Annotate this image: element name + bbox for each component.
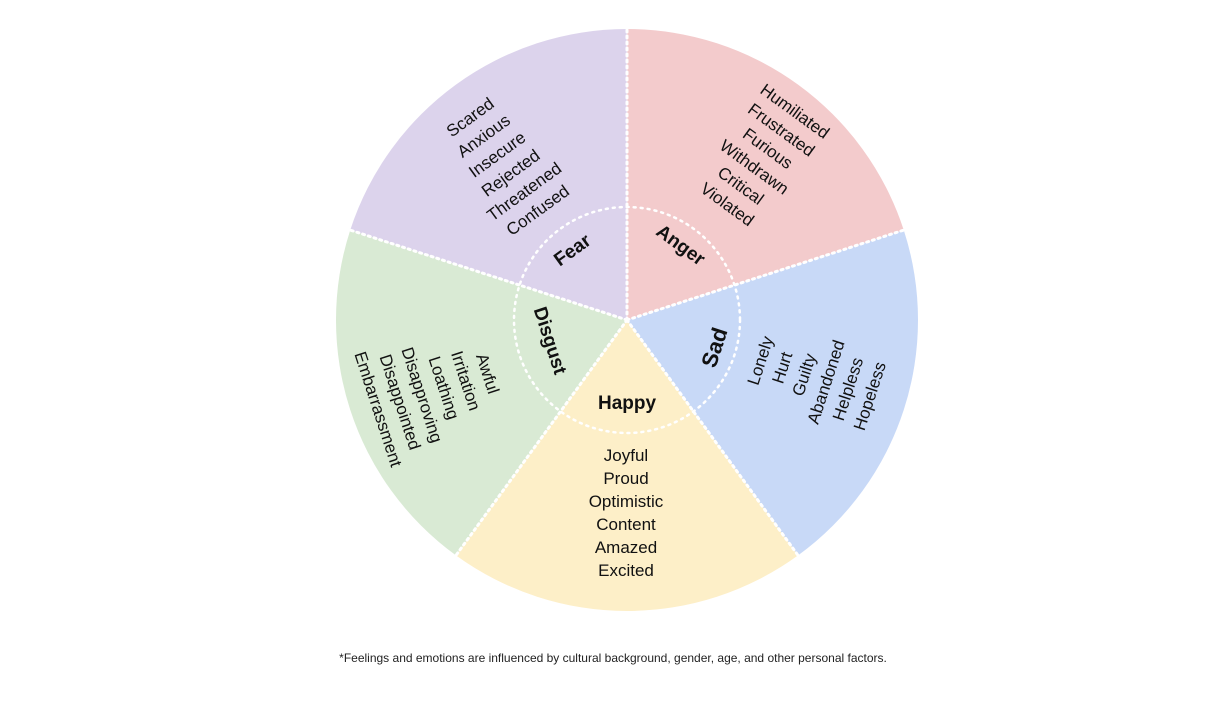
happy-word: Amazed [595, 538, 657, 557]
sector-anger [627, 29, 904, 320]
sector-anger-group: Humiliated Frustrated Furious Withdrawn … [697, 80, 833, 230]
happy-word: Excited [598, 561, 654, 580]
sector-divider [625, 228, 906, 322]
sector-fear [350, 29, 627, 320]
sector-happy-group: Joyful Proud Optimistic Content Amazed E… [589, 446, 664, 580]
happy-word: Proud [603, 469, 648, 488]
sector-divider [625, 318, 800, 557]
sector-divider [454, 318, 629, 557]
happy-word: Joyful [604, 446, 648, 465]
happy-word: Optimistic [589, 492, 664, 511]
sector-divider [348, 228, 629, 322]
category-label-happy: Happy [598, 393, 657, 414]
footnote: *Feelings and emotions are influenced by… [339, 651, 887, 665]
wheel-sectors [335, 29, 919, 611]
sector-dividers [348, 27, 906, 557]
happy-word: Content [596, 515, 656, 534]
sector-disgust [335, 230, 627, 556]
sector-sad [627, 230, 919, 556]
sector-happy [455, 320, 799, 611]
